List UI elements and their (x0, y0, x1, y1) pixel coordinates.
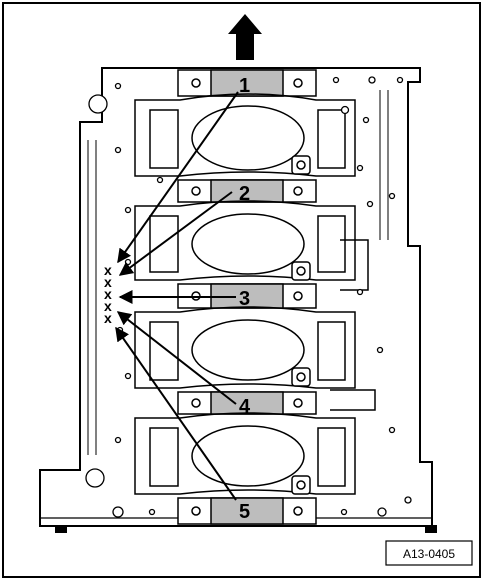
figure-id: A13-0405 (403, 547, 455, 561)
x-mark: x (104, 298, 112, 314)
bearing-caps (177, 69, 317, 525)
bolt-bosses (291, 155, 311, 495)
callout-5: 5 (239, 501, 250, 523)
x-marks: x x x x x (104, 262, 112, 326)
crank-bays (134, 93, 376, 495)
callout-2: 2 (239, 183, 250, 205)
figure-id-box: A13-0405 (385, 540, 473, 566)
x-mark: x (104, 286, 112, 302)
x-mark: x (104, 310, 112, 326)
leader-arrows (115, 91, 239, 501)
small-holes (85, 76, 412, 518)
up-arrow-icon (228, 14, 262, 60)
callout-4: 4 (239, 396, 251, 418)
x-mark: x (104, 274, 112, 290)
callout-3: 3 (239, 288, 250, 310)
callouts: 1 2 3 4 5 (239, 75, 251, 523)
x-mark: x (104, 262, 112, 278)
callout-1: 1 (239, 75, 250, 97)
